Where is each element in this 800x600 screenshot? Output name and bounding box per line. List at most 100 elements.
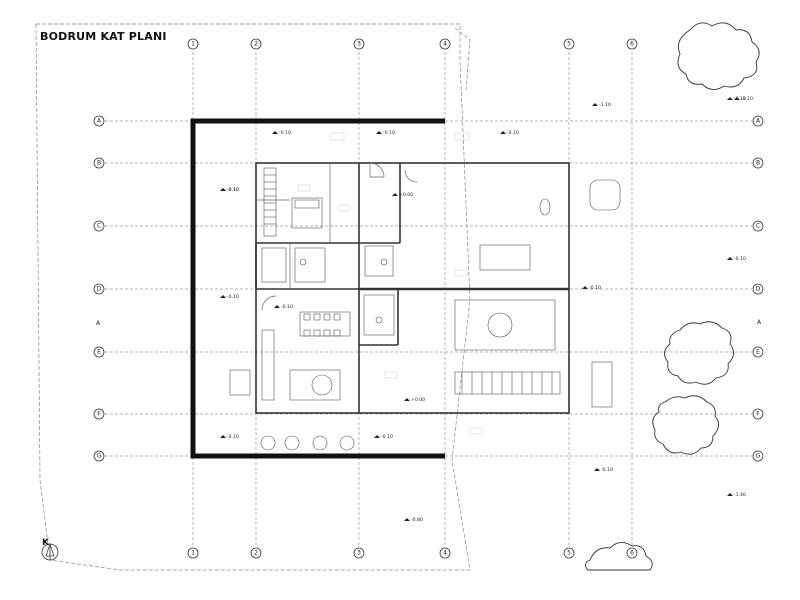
level-symbol-icon: [727, 493, 733, 496]
grid-column-label: 5: [567, 41, 571, 48]
level-symbol-icon: [404, 398, 410, 401]
grid-column-bubble: [353, 38, 365, 50]
level-symbol-icon: [500, 131, 506, 134]
grid-column-label: 1: [191, 550, 195, 557]
grid-row-bubble: [752, 283, 764, 295]
elevation-label: -0.10: [507, 130, 519, 136]
grid-column-bubble: [250, 38, 262, 50]
grid-row-bubble: [752, 220, 764, 232]
grid-column-label: 3: [357, 550, 361, 557]
level-symbol-icon: [376, 131, 382, 134]
grid-column-bubble: [626, 38, 638, 50]
grid-row-label: G: [97, 453, 102, 460]
tree-icon: [652, 395, 719, 455]
grid-row-bubble: [93, 220, 105, 232]
grid-column-bubble: [187, 547, 199, 559]
grid-column-label: 6: [630, 41, 634, 48]
tree-icon: [664, 321, 734, 385]
grid-column-bubble: [353, 547, 365, 559]
planters: [260, 435, 355, 451]
grid-column-label: 5: [567, 550, 571, 557]
level-symbol-icon: [220, 188, 226, 191]
level-symbol-icon: [734, 97, 740, 100]
elevation-label: -0.10: [227, 294, 239, 300]
grid-row-label: C: [97, 223, 101, 230]
level-symbol-icon: [274, 305, 280, 308]
grid-row-bubble: [752, 115, 764, 127]
grid-column-bubble: [250, 547, 262, 559]
level-symbol-icon: [220, 295, 226, 298]
elevation-label: -1.10: [741, 96, 753, 102]
tree-icon: [677, 22, 760, 90]
grid-row-bubble: [93, 346, 105, 358]
plan-title: BODRUM KAT PLANI: [40, 30, 167, 43]
grid-row-bubble: [93, 408, 105, 420]
grid-column-label: 4: [443, 41, 447, 48]
elevation-label: -0.10: [279, 130, 291, 136]
level-symbol-icon: [374, 435, 380, 438]
grid-row-bubble: [752, 408, 764, 420]
grid-row-bubble: [93, 115, 105, 127]
grid-row-label: F: [97, 411, 101, 418]
grid-row-label: D: [97, 286, 102, 293]
grid-row-bubble: [93, 283, 105, 295]
elevation-label: +0.00: [411, 397, 425, 403]
level-symbol-icon: [392, 193, 398, 196]
elevation-label: -1.10: [734, 96, 746, 102]
grid-row-bubble: [93, 450, 105, 462]
level-symbol-icon: [272, 131, 278, 134]
grid-row-label: B: [97, 160, 101, 167]
elevation-label: -0.10: [734, 256, 746, 262]
elevation-label: -0.10: [601, 467, 613, 473]
tree-icon: [585, 542, 653, 571]
grid-row-label: D: [756, 286, 761, 293]
level-symbol-icon: [220, 435, 226, 438]
elevation-label: -1.10: [599, 102, 611, 108]
grid-row-label: A: [97, 118, 102, 125]
grid-row-label: C: [756, 223, 760, 230]
north-label: K: [42, 538, 50, 548]
grid-row-label: G: [756, 453, 761, 460]
elevation-label: -0.80: [411, 517, 423, 523]
elevation-label: -0.10: [381, 434, 393, 440]
level-symbol-icon: [727, 97, 733, 100]
grid-column-bubble: [626, 547, 638, 559]
north-arrow-icon: [41, 542, 59, 561]
grid-row-bubble: [752, 157, 764, 169]
grid-row-bubble: [752, 450, 764, 462]
section-mark: A: [96, 320, 101, 327]
grid-column-label: 4: [443, 550, 447, 557]
grid-row-bubble: [752, 346, 764, 358]
elevation-markers: -0.10-0.10-0.10-0.10-1.10-1.10-0.10-0.10…: [220, 96, 753, 523]
site-boundary: [35, 23, 471, 571]
elevation-label: +0.00: [399, 192, 413, 198]
grid-row-label: E: [756, 349, 760, 356]
grid-column-label: 3: [357, 41, 361, 48]
level-symbol-icon: [582, 286, 588, 289]
grid-column-bubble: [187, 38, 199, 50]
elevation-label: -1.40: [734, 492, 746, 498]
grid-column-bubble: [563, 547, 575, 559]
elevation-label: -0.10: [227, 187, 239, 193]
elevation-label: -0.10: [383, 130, 395, 136]
level-symbol-icon: [404, 518, 410, 521]
level-symbol-icon: [727, 257, 733, 260]
grid-column-bubble: [439, 38, 451, 50]
grid-row-label: A: [756, 118, 761, 125]
elevation-label: -0.10: [589, 285, 601, 291]
elevation-label: -0.10: [227, 187, 239, 193]
grid-row-label: B: [756, 160, 760, 167]
section-mark: A: [757, 319, 762, 326]
grid-column-label: 2: [254, 41, 258, 48]
level-symbol-icon: [594, 468, 600, 471]
elevation-label: -0.10: [281, 304, 293, 310]
level-symbol-icon: [592, 103, 598, 106]
elevation-label: -0.10: [227, 434, 239, 440]
grid-column-bubble: [439, 547, 451, 559]
grid-row-bubble: [93, 157, 105, 169]
stair: [263, 167, 277, 237]
grid-column-bubble: [563, 38, 575, 50]
grid-row-label: E: [97, 349, 101, 356]
grid-column-label: 6: [630, 550, 634, 557]
